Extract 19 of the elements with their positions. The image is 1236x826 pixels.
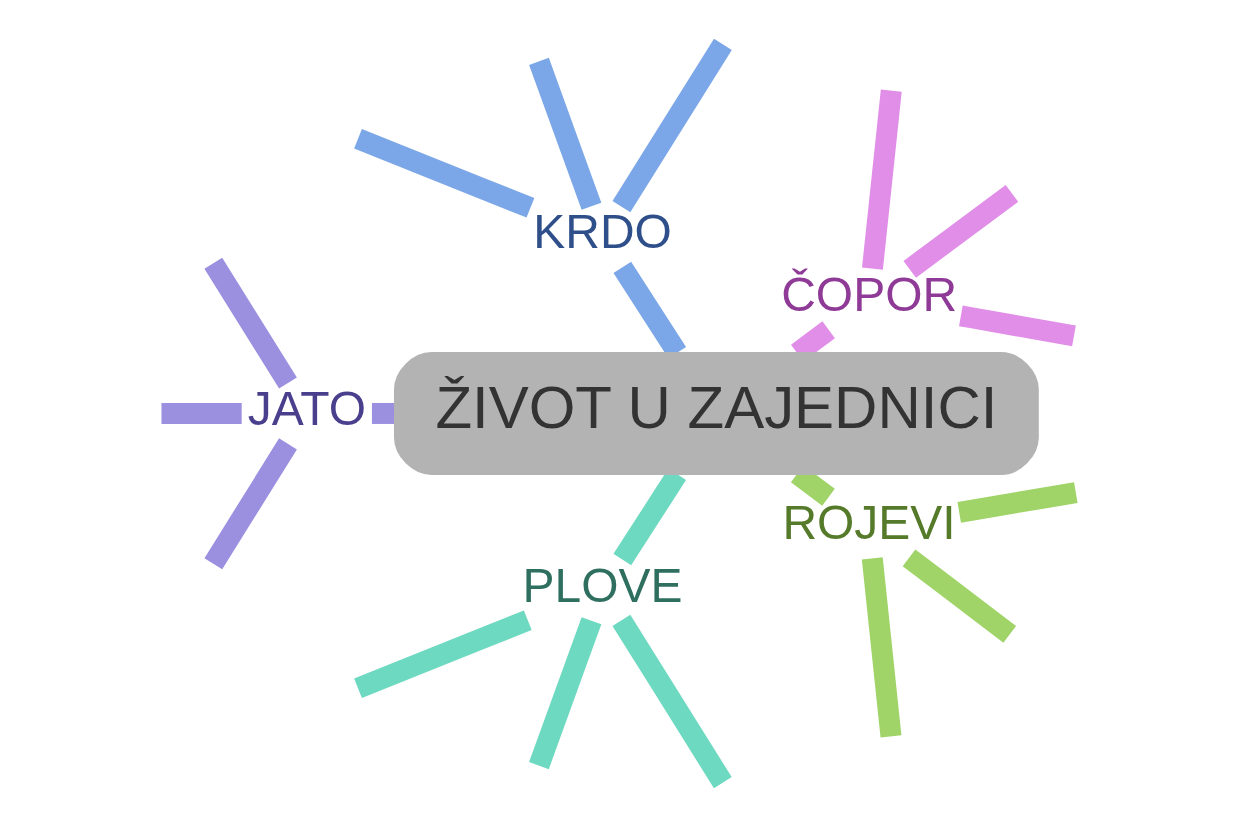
connector xyxy=(353,128,534,218)
node-text: KRDO xyxy=(532,204,672,258)
connector xyxy=(902,549,1016,643)
node-text: JATO xyxy=(247,381,366,435)
node-text: PLOVE xyxy=(522,558,683,612)
connector xyxy=(611,614,732,788)
connector xyxy=(861,88,902,270)
connector xyxy=(528,616,601,769)
connector xyxy=(903,184,1018,278)
connector xyxy=(203,437,297,569)
connector xyxy=(612,38,732,212)
node-text: ČOPOR xyxy=(780,267,957,321)
node-box: ŽIVOT U ZAJEDNICI xyxy=(393,351,1039,475)
connector xyxy=(353,609,532,698)
connector xyxy=(861,556,901,738)
connector xyxy=(203,257,297,389)
connector xyxy=(528,57,601,210)
connector xyxy=(371,402,395,424)
node-text: ROJEVI xyxy=(781,495,956,549)
